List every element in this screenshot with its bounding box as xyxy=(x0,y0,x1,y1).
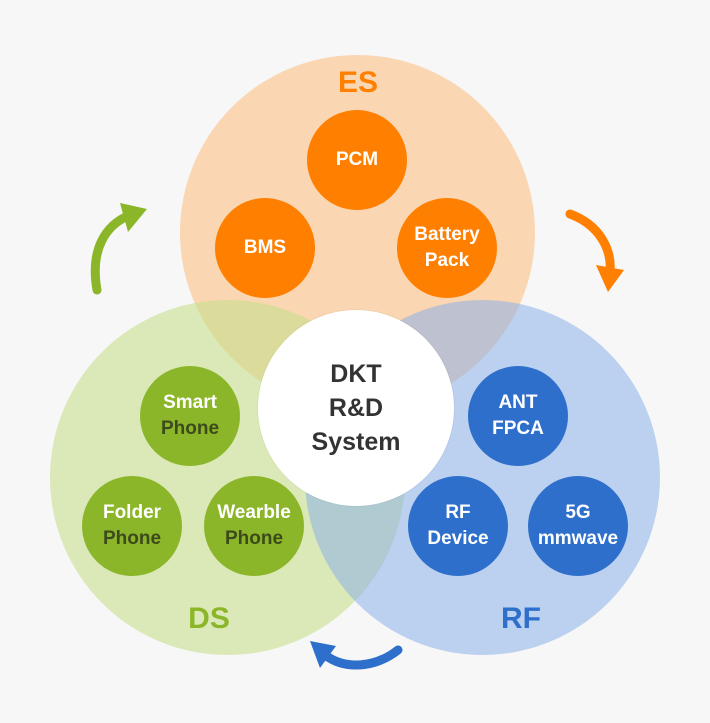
center-line-1: DKT xyxy=(330,360,382,388)
es-node-pcm: PCM xyxy=(307,110,407,210)
curved-arrow-icon-ds-to-es xyxy=(90,203,147,295)
es-title: ES xyxy=(337,66,379,99)
ds-title: DS xyxy=(188,602,230,635)
curved-arrow-icon-es-to-rf xyxy=(565,209,624,292)
center-line-3: System xyxy=(311,428,401,456)
rf-title: RF xyxy=(501,602,541,635)
curved-arrow-icon-rf-to-ds xyxy=(310,641,403,670)
center-line-2: R&D xyxy=(328,394,384,422)
es-node-bms: BMS xyxy=(215,198,315,298)
center-circle: DKT R&D System xyxy=(258,310,454,506)
